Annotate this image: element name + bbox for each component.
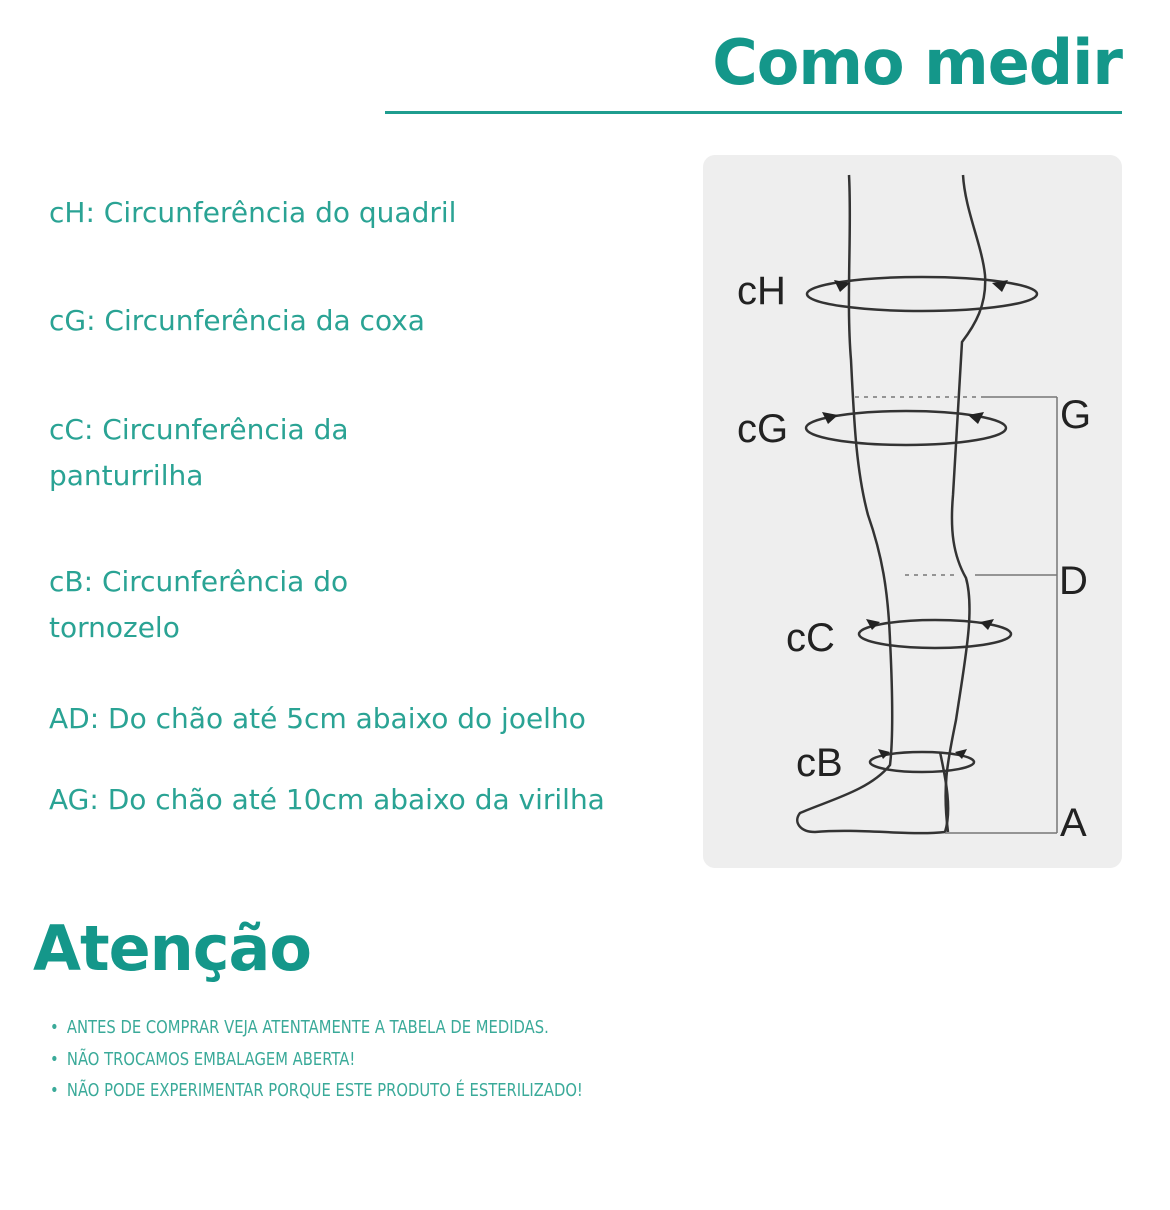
diagram-panel [703, 155, 1122, 868]
warning-item: NÃO PODE EXPERIMENTAR PORQUE ESTE PRODUT… [50, 1075, 583, 1107]
arrow-icon [955, 749, 967, 759]
arrow-icon [878, 749, 890, 759]
measure-ch: cH: Circunferência do quadril [49, 196, 457, 229]
arrow-icon [968, 412, 984, 424]
warning-list: ANTES DE COMPRAR VEJA ATENTAMENTE A TABE… [50, 1012, 700, 1107]
measure-ag: AG: Do chão até 10cm abaixo da virilha [49, 783, 605, 816]
page-title: Como medir [712, 26, 1123, 99]
label-cc: cC [786, 616, 835, 660]
arrow-icon [866, 619, 880, 630]
measure-cc: cC: Circunferência da panturrilha [49, 413, 349, 492]
measure-ad: AD: Do chão até 5cm abaixo do joelho [49, 702, 586, 735]
leg-outline-right [944, 174, 987, 833]
warning-item: NÃO TROCAMOS EMBALAGEM ABERTA! [50, 1044, 583, 1076]
arrow-icon [834, 280, 850, 292]
measure-cg: cG: Circunferência da coxa [49, 304, 425, 337]
measure-cb: cB: Circunferência do tornozelo [49, 565, 349, 644]
leg-outline-left [796, 174, 950, 835]
label-a: A [1060, 801, 1087, 845]
warning-title: Atenção [33, 912, 312, 985]
label-d: D [1059, 559, 1088, 603]
ring-ch [805, 275, 1039, 313]
ring-cb [868, 750, 976, 774]
arrow-icon [980, 619, 994, 630]
warning-item: ANTES DE COMPRAR VEJA ATENTAMENTE A TABE… [50, 1012, 583, 1044]
label-cg: cG [737, 407, 788, 451]
label-g: G [1060, 393, 1091, 437]
ring-cg [804, 409, 1008, 447]
label-ch: cH [737, 269, 786, 313]
title-divider [385, 111, 1122, 114]
arrow-icon [992, 280, 1008, 292]
ring-cc [857, 618, 1013, 650]
arrow-icon [822, 412, 838, 424]
label-cb: cB [796, 741, 843, 785]
